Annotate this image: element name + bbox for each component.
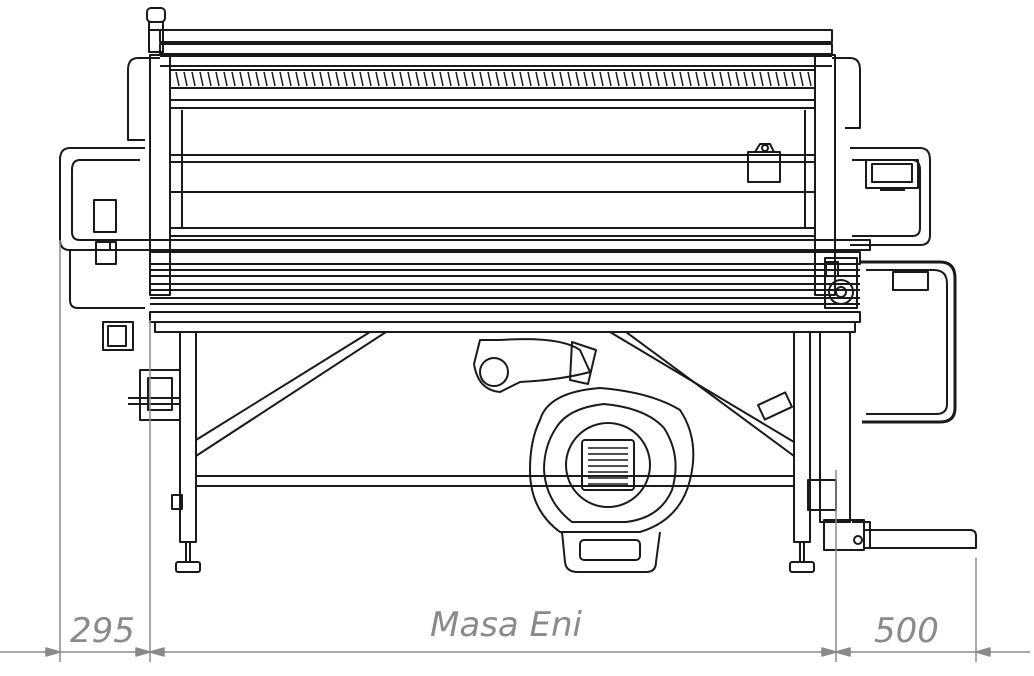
brush-roller [169, 69, 816, 89]
drive-motor [824, 257, 858, 309]
main-frame [149, 54, 836, 296]
safety-handrail [860, 260, 957, 424]
left-side-cabinet [59, 147, 145, 309]
right-lower-assembly [807, 331, 865, 551]
table-top [109, 239, 871, 333]
vacuum-blower [473, 338, 695, 573]
control-screen [868, 162, 914, 184]
left-offset-dimension: 295 [70, 611, 135, 651]
dimension-lines [0, 240, 1030, 662]
cable-guide [757, 391, 793, 421]
left-control-boxes [102, 321, 183, 510]
table-width-dimension: Masa Eni [430, 605, 583, 645]
right-offset-dimension: 500 [874, 611, 939, 651]
upper-housing [127, 29, 861, 141]
foot-pedal [852, 521, 977, 549]
support-legs [175, 331, 815, 573]
signal-beacon [146, 7, 166, 53]
cutting-head [747, 143, 781, 183]
right-side-cabinet [850, 147, 931, 246]
